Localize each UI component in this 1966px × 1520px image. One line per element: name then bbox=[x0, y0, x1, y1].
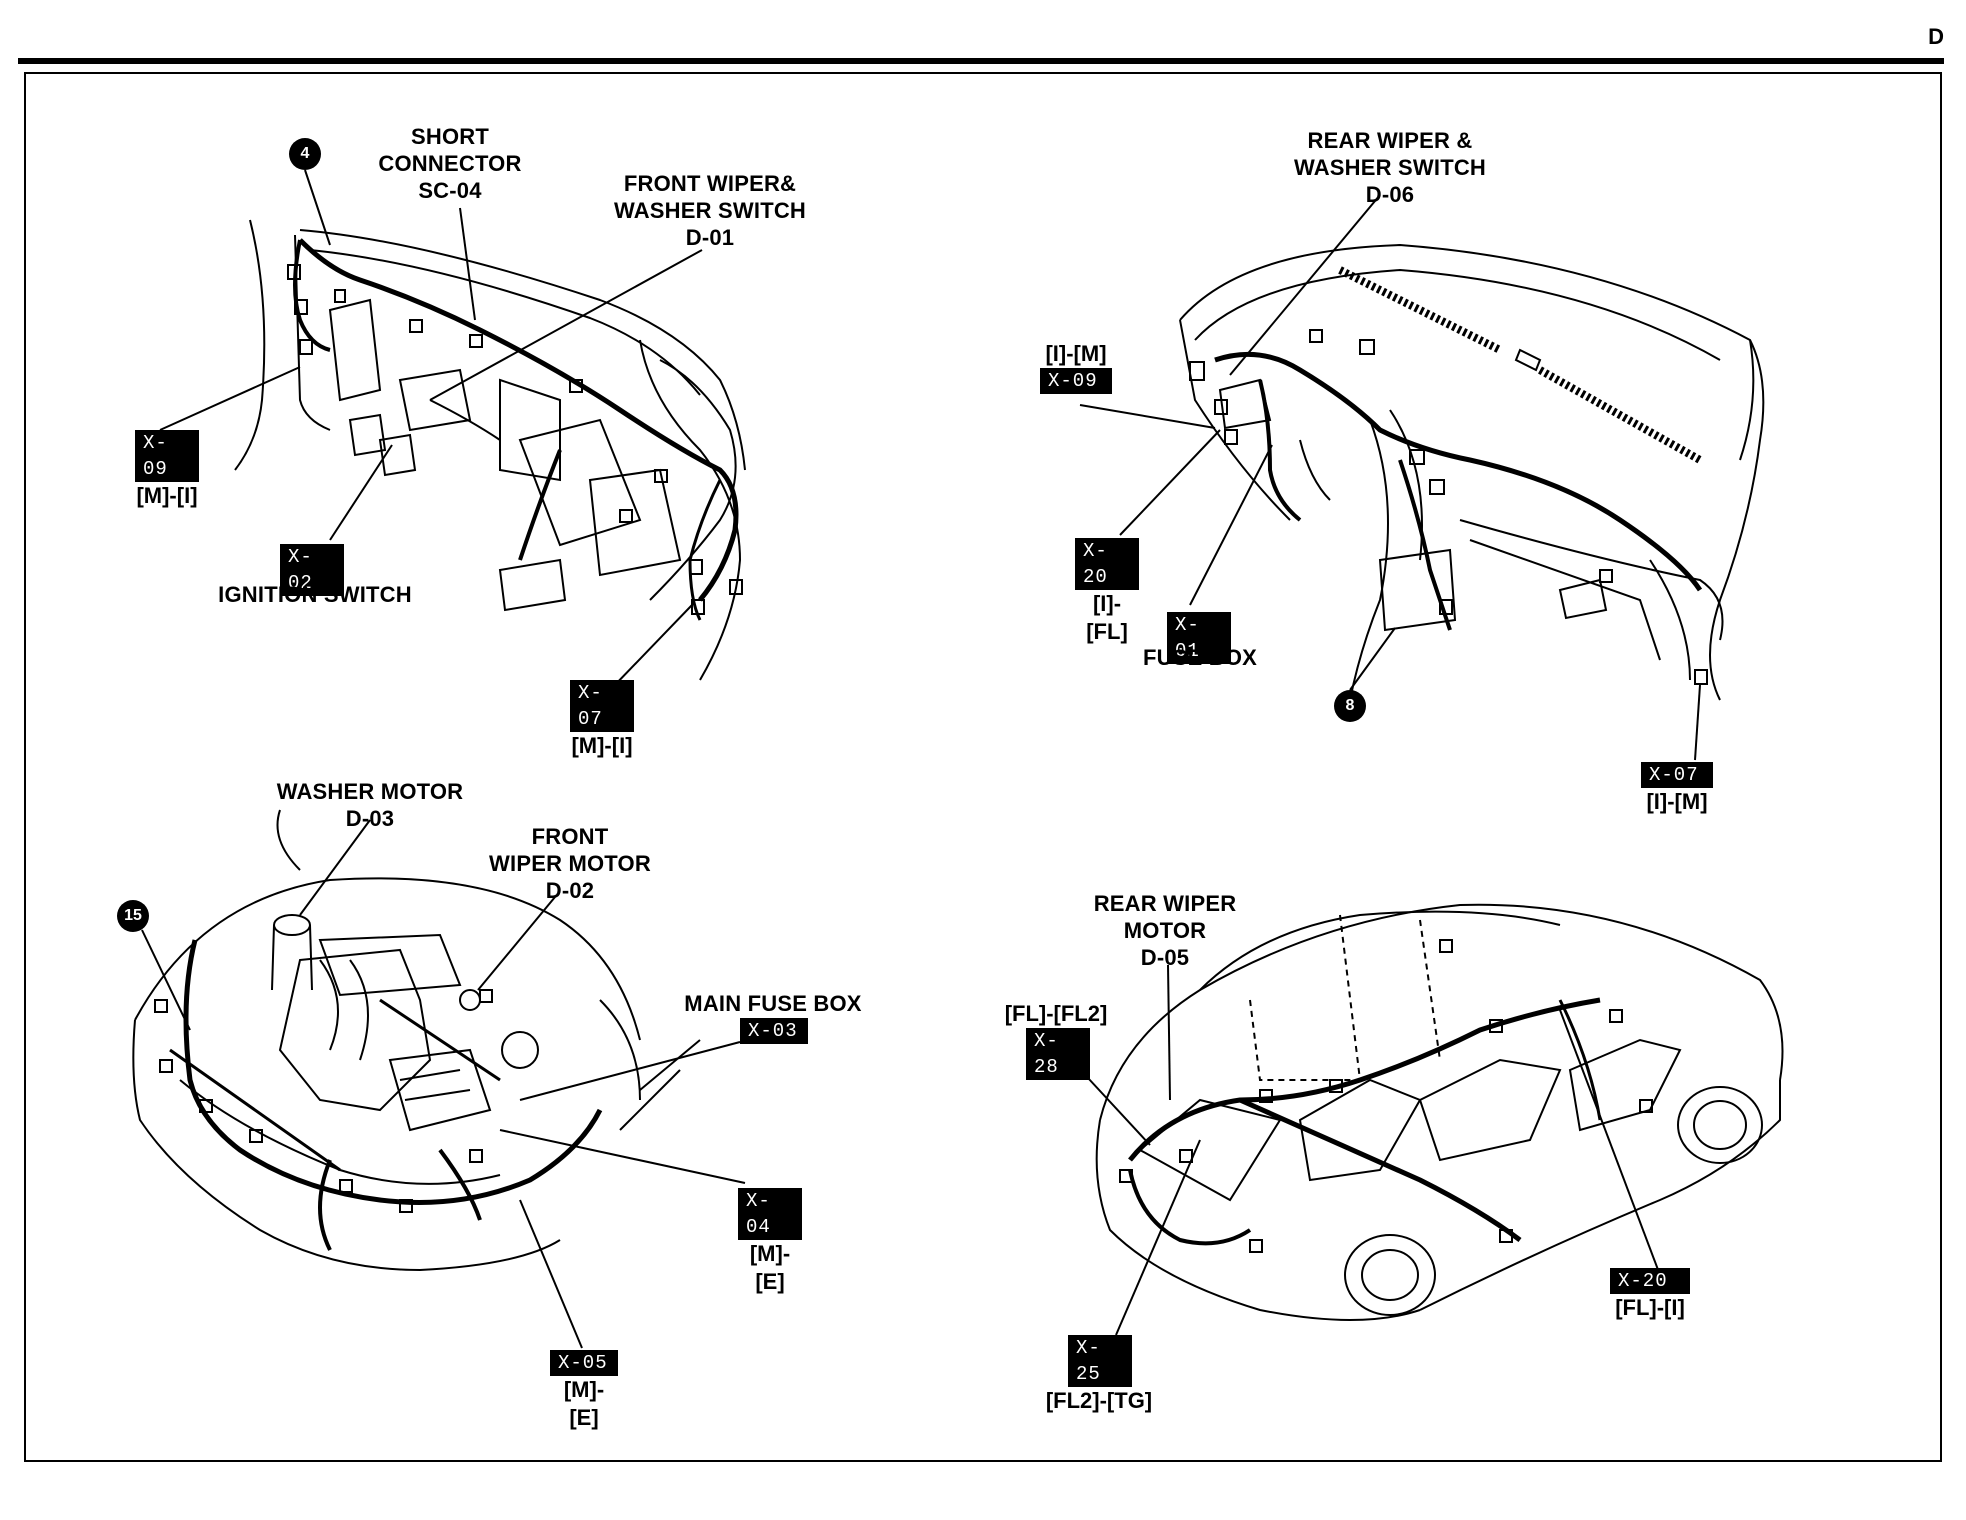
connector-x09-left: X-09 [M]-[I] bbox=[135, 430, 199, 510]
connector-x07-left: X-07 [M]-[I] bbox=[570, 680, 634, 760]
connector-pair: [I]-[M] bbox=[1646, 789, 1708, 814]
connector-pair: [M]-[I] bbox=[136, 483, 198, 508]
engine-bay-drawing bbox=[132, 809, 746, 1349]
connector-x25: X-25 [FL2]-[TG] bbox=[1040, 1335, 1158, 1415]
connector-pair: [FL2]-[TG] bbox=[1045, 1388, 1153, 1413]
connector-code: X-09 bbox=[135, 430, 199, 482]
connector-code: X-05 bbox=[550, 1350, 618, 1376]
page-letter: D bbox=[1928, 24, 1944, 49]
rear-body-drawing bbox=[1087, 903, 1784, 1336]
front-wiper-switch-label: FRONT WIPER& WASHER SWITCH D-01 bbox=[613, 171, 807, 250]
connector-code: X-04 bbox=[738, 1188, 802, 1240]
connector-code: X-07 bbox=[570, 680, 634, 732]
connector-code: X-07 bbox=[1641, 762, 1713, 788]
main-fuse-box-label: MAIN FUSE BOX bbox=[684, 991, 862, 1016]
ground-point-15: 15 bbox=[117, 900, 149, 932]
diagram-frame bbox=[24, 72, 1942, 1462]
connector-pair: [M]-[I] bbox=[571, 733, 633, 758]
ignition-switch-label: IGNITION SWITCH bbox=[218, 582, 412, 607]
connector-code: X-09 bbox=[1040, 368, 1112, 394]
fuse-box-label: FUSE BOX bbox=[1142, 645, 1258, 670]
connector-x20-right: X-20 [I]-[FL] bbox=[1075, 538, 1139, 646]
rear-wiper-switch-label: REAR WIPER & WASHER SWITCH D-06 bbox=[1293, 128, 1487, 207]
connector-pair: [M]-[E] bbox=[749, 1241, 791, 1294]
dashboard-left-drawing bbox=[159, 169, 746, 689]
connector-pair: [FL]-[FL2] bbox=[1004, 1001, 1108, 1026]
connector-code: X-03 bbox=[740, 1018, 808, 1044]
top-rule bbox=[18, 58, 1944, 64]
connector-x09-right: [I]-[M] X-09 bbox=[1040, 340, 1112, 394]
connector-pair: [FL]-[I] bbox=[1615, 1295, 1685, 1320]
connector-pair: [I]-[M] bbox=[1045, 341, 1107, 366]
connector-code: X-20 bbox=[1610, 1268, 1690, 1294]
connector-x02: X-02 bbox=[280, 544, 344, 596]
connector-x03: X-03 bbox=[740, 1018, 808, 1044]
short-connector-label: SHORT CONNECTOR SC-04 bbox=[378, 124, 522, 203]
connector-x01: X-01 bbox=[1167, 612, 1231, 664]
connector-x20-rear: X-20 [FL]-[I] bbox=[1610, 1268, 1690, 1322]
connector-x07-right: X-07 [I]-[M] bbox=[1641, 762, 1713, 816]
connector-code: X-01 bbox=[1167, 612, 1231, 664]
washer-motor-label: WASHER MOTOR D-03 bbox=[276, 779, 464, 831]
connector-code: X-28 bbox=[1026, 1028, 1090, 1080]
connector-code: X-02 bbox=[280, 544, 344, 596]
front-wiper-motor-label: FRONT WIPER MOTOR D-02 bbox=[489, 824, 651, 903]
connector-x28: [FL]-[FL2] X-28 bbox=[1000, 1000, 1112, 1080]
connector-x04: X-04 [M]-[E] bbox=[738, 1188, 802, 1296]
connector-code: X-25 bbox=[1068, 1335, 1132, 1387]
dashboard-right-drawing bbox=[1079, 194, 1765, 761]
ground-point-8: 8 bbox=[1334, 690, 1366, 722]
ground-point-4: 4 bbox=[289, 138, 321, 170]
connector-x05: X-05 [M]-[E] bbox=[550, 1350, 618, 1432]
connector-pair: [I]-[FL] bbox=[1086, 591, 1128, 644]
connector-code: X-20 bbox=[1075, 538, 1139, 590]
connector-pair: [M]-[E] bbox=[563, 1377, 605, 1430]
rear-wiper-motor-label: REAR WIPER MOTOR D-05 bbox=[1093, 891, 1237, 970]
